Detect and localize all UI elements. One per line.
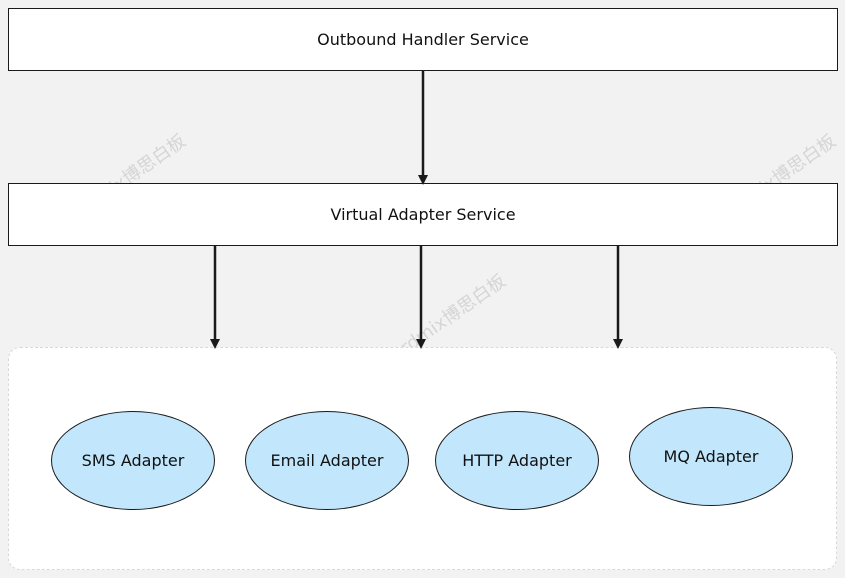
outbound-handler-service-label: Outbound Handler Service (317, 30, 529, 49)
mq-adapter-node[interactable]: MQ Adapter (629, 407, 793, 506)
virtual-adapter-service-label: Virtual Adapter Service (330, 205, 516, 224)
email-adapter-node[interactable]: Email Adapter (245, 411, 409, 510)
sms-adapter-node[interactable]: SMS Adapter (51, 411, 215, 510)
virtual-adapter-service-box[interactable]: Virtual Adapter Service (8, 183, 838, 246)
outbound-handler-service-box[interactable]: Outbound Handler Service (8, 8, 838, 71)
sms-adapter-label: SMS Adapter (81, 451, 185, 470)
email-adapter-label: Email Adapter (270, 451, 384, 470)
http-adapter-node[interactable]: HTTP Adapter (435, 411, 599, 510)
http-adapter-label: HTTP Adapter (462, 451, 572, 470)
mq-adapter-label: MQ Adapter (663, 447, 759, 466)
